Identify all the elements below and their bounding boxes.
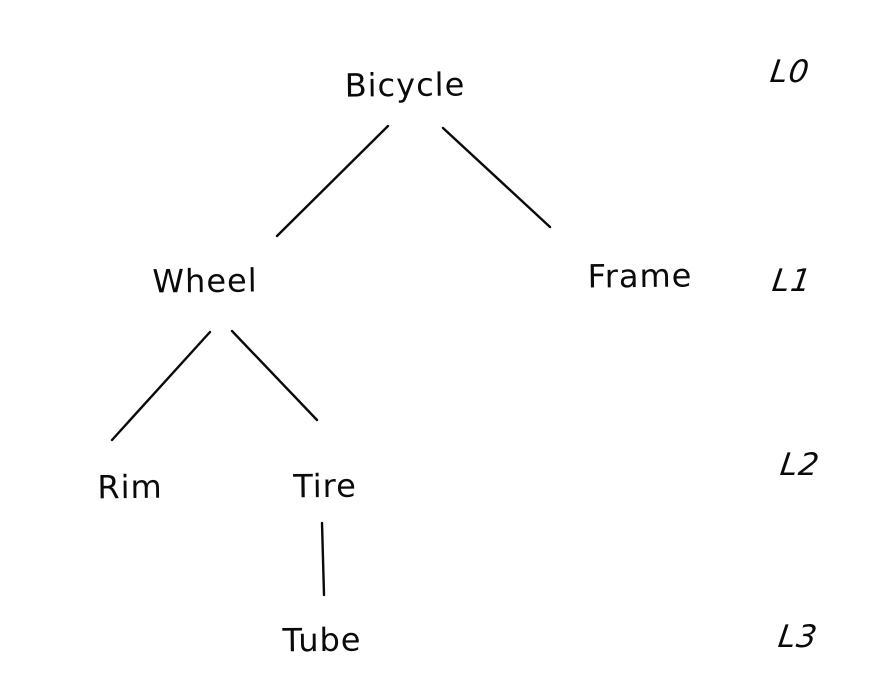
tree-edge-wheel-rim — [110, 330, 212, 442]
level-label-l1: L1 — [769, 263, 815, 299]
tree-node-bicycle: Bicycle — [344, 65, 466, 105]
tree-node-frame: Frame — [587, 256, 693, 296]
level-label-l2: L2 — [777, 447, 823, 483]
level-label-l3: L3 — [775, 619, 821, 655]
tree-node-wheel: Wheel — [152, 261, 258, 301]
tree-edge-wheel-tire — [230, 329, 319, 422]
tree-node-rim: Rim — [97, 467, 163, 507]
tree-edge-tire-tube — [320, 521, 326, 597]
tree-node-tire: Tire — [293, 466, 357, 506]
tree-node-tube: Tube — [282, 620, 362, 660]
tree-edge-bicycle-wheel — [275, 124, 390, 238]
level-label-l0: L0 — [767, 54, 813, 90]
tree-edge-bicycle-frame — [441, 126, 552, 229]
